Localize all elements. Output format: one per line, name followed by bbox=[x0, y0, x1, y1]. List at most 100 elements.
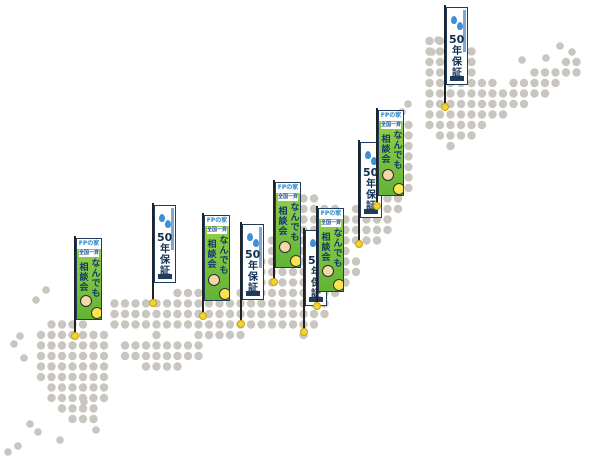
map-dot bbox=[288, 278, 298, 287]
map-dot bbox=[152, 351, 161, 361]
map-dot bbox=[288, 267, 298, 277]
map-dot bbox=[215, 330, 224, 340]
map-dot bbox=[162, 299, 172, 308]
map-dot bbox=[99, 383, 109, 392]
flag-pole bbox=[444, 5, 446, 107]
map-dot bbox=[57, 320, 67, 329]
map-dot bbox=[393, 204, 403, 214]
map-dot bbox=[467, 68, 476, 77]
map-dot bbox=[131, 320, 140, 329]
map-dot bbox=[278, 309, 287, 319]
banner-char: な bbox=[91, 259, 101, 269]
map-dot bbox=[498, 110, 508, 119]
map-dot bbox=[383, 215, 392, 224]
map-dot bbox=[225, 299, 235, 308]
map-dot bbox=[278, 278, 287, 287]
map-dot bbox=[225, 320, 235, 329]
map-dot bbox=[68, 383, 77, 392]
map-dot bbox=[425, 78, 434, 88]
consult-banner: FPの家 全国一斉 な ん で も 相 談 会 bbox=[275, 182, 301, 268]
map-dot bbox=[57, 330, 67, 340]
mascot-icon bbox=[208, 274, 220, 286]
mascot-icon bbox=[279, 241, 291, 253]
map-dot bbox=[36, 351, 46, 361]
banner-char: 相 bbox=[381, 135, 391, 145]
brand-label: FPの家 bbox=[276, 183, 300, 193]
map-dot bbox=[288, 299, 298, 308]
map-dot bbox=[542, 54, 550, 62]
flag-pole bbox=[303, 228, 305, 332]
brand-label: FPの家 bbox=[77, 239, 101, 249]
map-dot bbox=[173, 299, 182, 308]
location-marker bbox=[355, 240, 363, 248]
map-dot bbox=[120, 299, 130, 308]
banner-char: 談 bbox=[321, 243, 331, 253]
map-dot bbox=[99, 341, 109, 350]
map-dot bbox=[110, 320, 119, 329]
map-dot bbox=[372, 225, 382, 235]
map-dot bbox=[68, 351, 77, 361]
banner-char: 会 bbox=[207, 260, 217, 270]
banner-char: 談 bbox=[381, 145, 391, 155]
map-dot bbox=[162, 351, 172, 361]
badge-icon bbox=[393, 183, 403, 195]
mascot-icon bbox=[322, 265, 334, 277]
map-dot bbox=[47, 351, 56, 361]
map-dot bbox=[404, 162, 413, 172]
map-dot bbox=[404, 173, 413, 182]
banner-char: も bbox=[393, 161, 403, 171]
consult-banner: FPの家 全国一斉 な ん で も 相 談 会 bbox=[318, 208, 344, 292]
flag-pole bbox=[358, 140, 360, 244]
banner-char: ん bbox=[393, 141, 403, 151]
consult-banner: FPの家 全国一斉 な ん で も 相 談 会 bbox=[378, 110, 404, 196]
map-dot bbox=[47, 393, 56, 403]
map-dot bbox=[141, 299, 151, 308]
map-dot bbox=[204, 299, 214, 308]
map-dot bbox=[183, 320, 193, 329]
map-dot bbox=[456, 131, 466, 140]
map-dot bbox=[540, 68, 550, 77]
map-dot bbox=[257, 299, 266, 308]
map-dot bbox=[309, 194, 319, 203]
map-dot bbox=[435, 68, 445, 77]
map-dot bbox=[435, 78, 445, 88]
brand-label: FPの家 bbox=[319, 209, 343, 219]
banner-char: 会 bbox=[321, 253, 331, 263]
banner-char: 年 bbox=[160, 244, 170, 255]
banner-char: 相 bbox=[278, 207, 288, 217]
water-drop-icon bbox=[247, 233, 253, 241]
map-dot bbox=[78, 414, 88, 424]
map-dot bbox=[36, 341, 46, 350]
map-dot bbox=[446, 120, 455, 130]
map-dot bbox=[456, 110, 466, 119]
map-dot bbox=[404, 120, 413, 130]
map-dot bbox=[435, 110, 445, 119]
map-dot bbox=[530, 68, 539, 77]
banner-char: も bbox=[333, 259, 343, 269]
map-dot bbox=[78, 372, 88, 382]
warranty-years: 50 bbox=[245, 248, 261, 261]
banner-char: 証 bbox=[452, 68, 462, 79]
map-dot bbox=[351, 257, 361, 266]
map-dot bbox=[141, 309, 151, 319]
map-dot bbox=[425, 36, 434, 46]
banner-char: で bbox=[219, 256, 229, 266]
map-dot bbox=[78, 404, 88, 413]
map-dot bbox=[435, 131, 445, 140]
map-dot bbox=[47, 330, 56, 340]
map-dot bbox=[288, 320, 298, 329]
map-dot bbox=[456, 99, 466, 109]
water-drop-icon bbox=[159, 214, 165, 222]
map-dot bbox=[47, 362, 56, 371]
map-dot bbox=[57, 383, 67, 392]
water-drop-icon bbox=[371, 157, 377, 165]
location-marker bbox=[199, 312, 207, 320]
map-dot bbox=[57, 404, 67, 413]
map-dot bbox=[225, 309, 235, 319]
map-dot bbox=[309, 309, 319, 319]
banner-char: 会 bbox=[381, 155, 391, 165]
map-dot bbox=[267, 320, 277, 329]
map-dot bbox=[456, 89, 466, 98]
map-dot bbox=[141, 362, 151, 371]
map-dot bbox=[320, 309, 329, 319]
